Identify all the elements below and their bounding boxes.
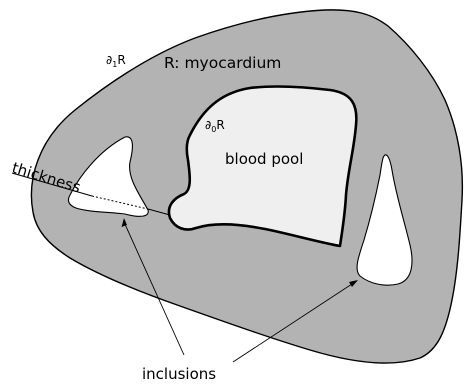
region-label: R: myocardium (164, 54, 281, 72)
inclusions-label: inclusions (142, 365, 216, 383)
blood-pool-label: blood pool (225, 150, 303, 168)
outer-boundary-label: ∂1R (106, 53, 126, 69)
